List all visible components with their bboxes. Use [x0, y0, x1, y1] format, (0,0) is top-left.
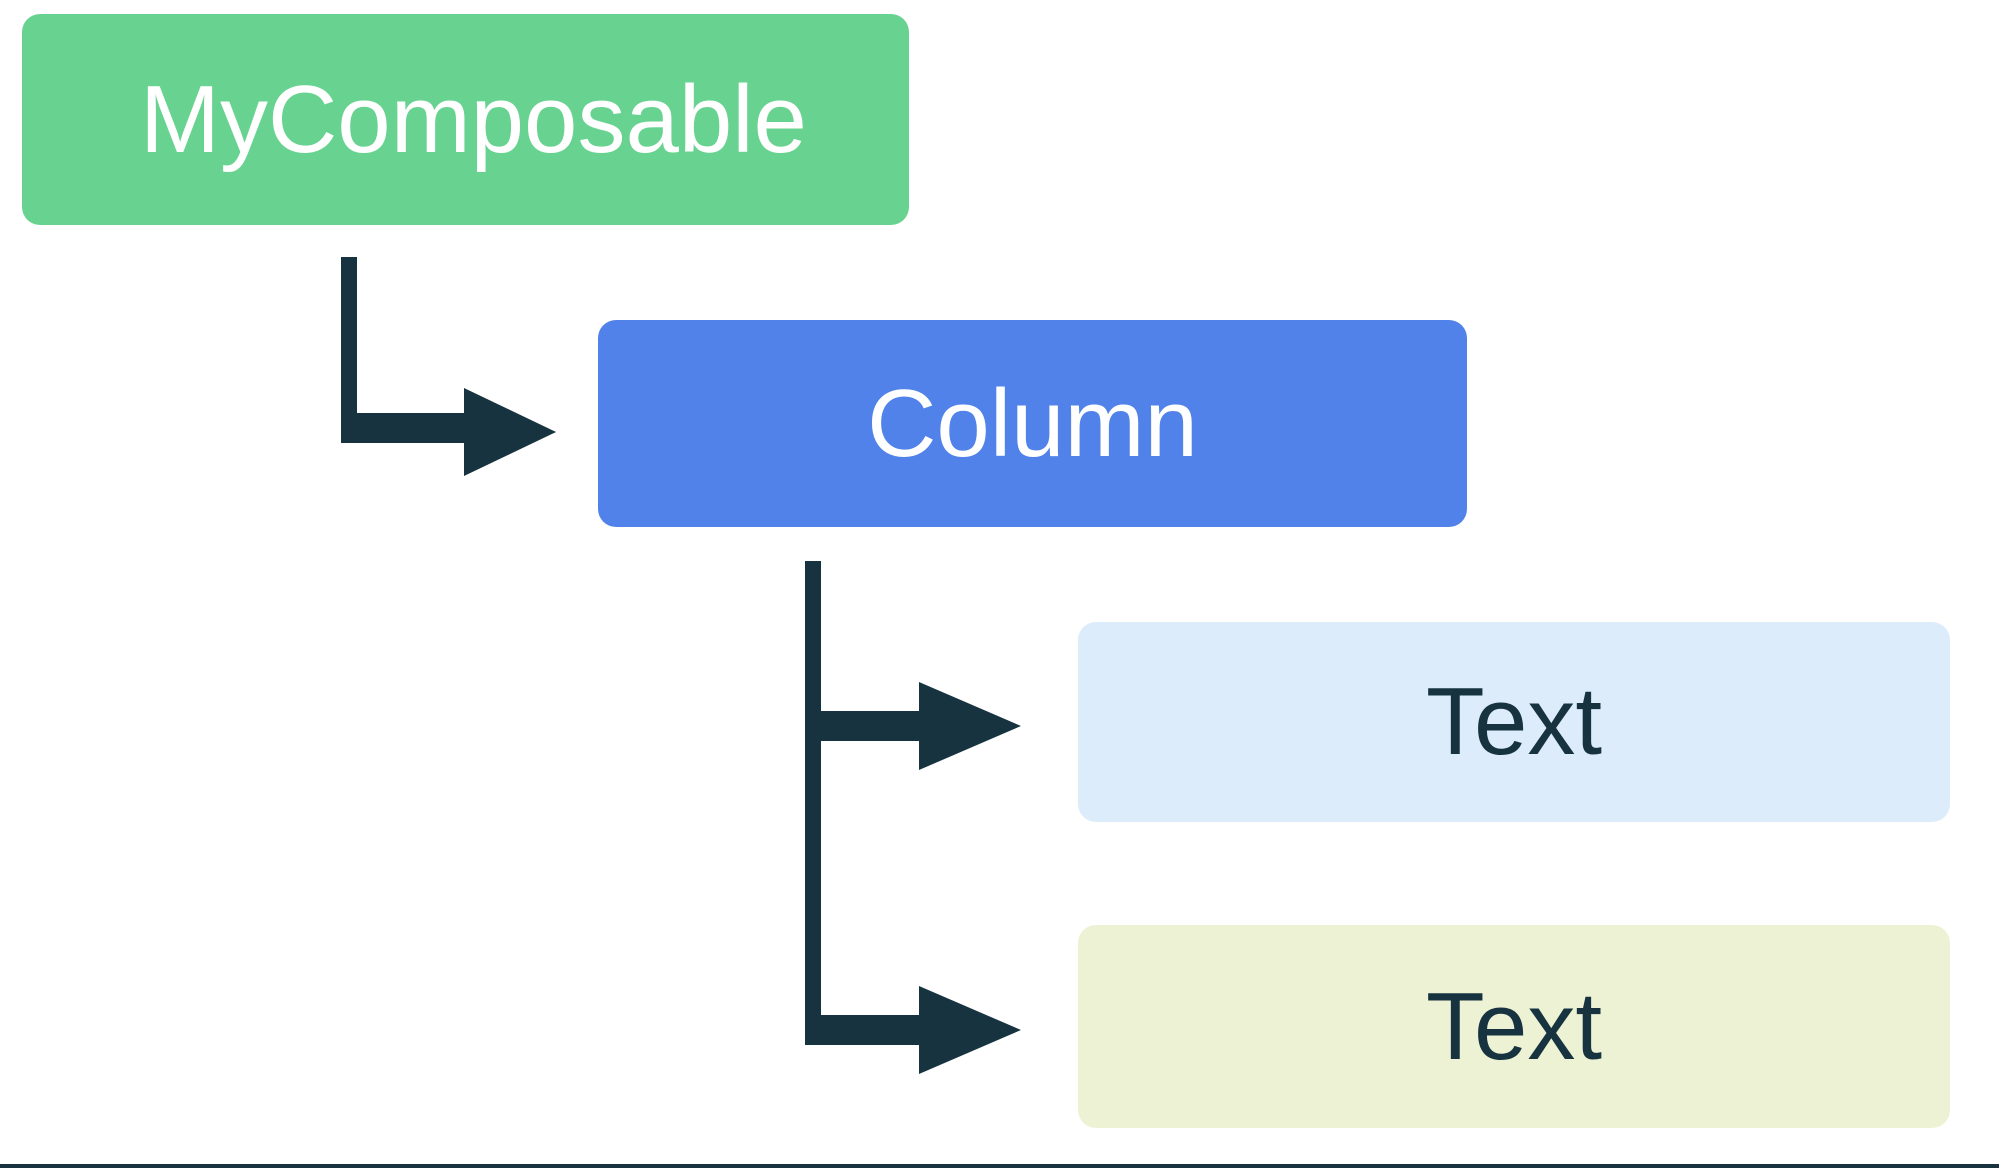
node-mycomposable[interactable]: MyComposable — [22, 14, 909, 225]
node-mycomposable-label: MyComposable — [140, 65, 807, 173]
node-column-label: Column — [867, 369, 1198, 477]
node-text-second-label: Text — [1425, 972, 1603, 1080]
edge-column-text-1 — [805, 561, 1021, 1045]
footer-divider — [0, 1164, 1999, 1168]
edge-column-text-2 — [805, 986, 1021, 1074]
node-text-first[interactable]: Text — [1078, 622, 1950, 822]
node-text-first-label: Text — [1425, 668, 1603, 775]
edge-mycomposable-column — [341, 257, 556, 476]
node-text-second[interactable]: Text — [1078, 925, 1950, 1128]
node-column[interactable]: Column — [598, 320, 1467, 527]
